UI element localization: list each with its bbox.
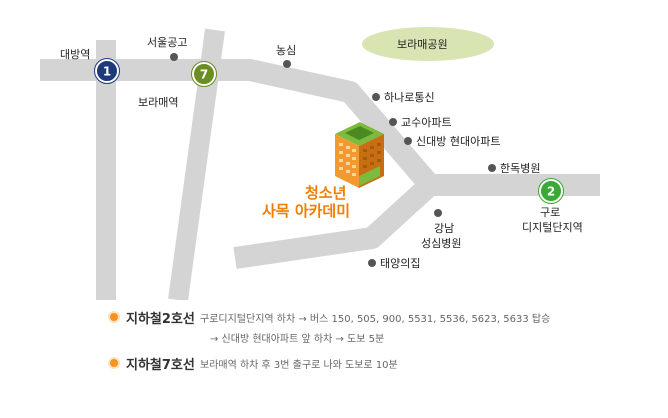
academy-label-1: 청소년 xyxy=(305,184,346,202)
station-badge-line7: 7 xyxy=(191,61,217,87)
bullet-icon xyxy=(110,359,118,367)
taeyang-label: 태양의집 xyxy=(380,257,420,270)
gangnam-label-2: 성심병원 xyxy=(421,237,461,250)
station1-label: 대방역 xyxy=(60,48,90,61)
park-label: 보라매공원 xyxy=(397,38,448,51)
bullet-icon xyxy=(110,313,118,321)
sindaebang-label: 신대방 현대아파트 xyxy=(416,135,500,148)
station2-label-2: 디지털단지역 xyxy=(522,221,583,234)
station-badge-line1: 1 xyxy=(94,58,120,84)
direction-line2-cont: → 신대방 현대아파트 앞 하차 → 도보 5분 xyxy=(110,328,650,348)
directions-legend: 지하철2호선 구로디지털단지역 하차 → 버스 150, 505, 900, 5… xyxy=(110,308,650,374)
line7-title: 지하철7호선 xyxy=(126,358,195,373)
direction-line2: 지하철2호선 구로디지털단지역 하차 → 버스 150, 505, 900, 5… xyxy=(110,308,650,328)
road-lower-branch xyxy=(233,176,438,269)
station-badge-line2: 2 xyxy=(538,178,564,204)
station7-label: 보라매역 xyxy=(138,96,178,109)
nongsim-marker xyxy=(283,60,291,68)
hanaro-label: 하나로통신 xyxy=(384,90,435,104)
academy-label-2: 사목 아카데미 xyxy=(262,202,350,220)
line2-title: 지하철2호선 xyxy=(126,312,195,327)
academy-building-icon xyxy=(335,122,384,188)
school-label: 서울공고 xyxy=(147,36,187,49)
line2-desc: 구로디지털단지역 하차 → 버스 150, 505, 900, 5531, 55… xyxy=(200,314,551,325)
nongsim-label: 농심 xyxy=(276,44,296,57)
hanaro-marker xyxy=(372,93,380,101)
svg-text:2: 2 xyxy=(547,185,555,199)
location-map: 보라매공원 대방역 서울공고 보라매역 농심 하나로통신 교수아파트 신대방 현… xyxy=(40,27,600,300)
gangnam-label-1: 강남 xyxy=(434,222,454,235)
line7-desc: 보라매역 하차 후 3번 출구로 나와 도보로 10분 xyxy=(200,360,398,371)
gyosu-marker xyxy=(389,118,397,126)
svg-text:1: 1 xyxy=(103,65,111,79)
handok-label: 한독병원 xyxy=(500,162,540,175)
school-marker xyxy=(170,53,178,61)
direction-line7: 지하철7호선 보라매역 하차 후 3번 출구로 나와 도보로 10분 xyxy=(110,354,650,374)
station2-label-1: 구로 xyxy=(540,206,560,219)
landmark-dots xyxy=(170,53,496,267)
gangnam-marker xyxy=(434,209,442,217)
handok-marker xyxy=(488,164,496,172)
svg-text:7: 7 xyxy=(200,68,208,82)
park-area xyxy=(362,27,494,61)
sindaebang-marker xyxy=(404,137,412,145)
gyosu-label: 교수아파트 xyxy=(401,116,452,129)
line2-desc2: → 신대방 현대아파트 앞 하차 → 도보 5분 xyxy=(210,334,385,345)
taeyang-marker xyxy=(368,259,376,267)
road-main xyxy=(40,59,600,196)
